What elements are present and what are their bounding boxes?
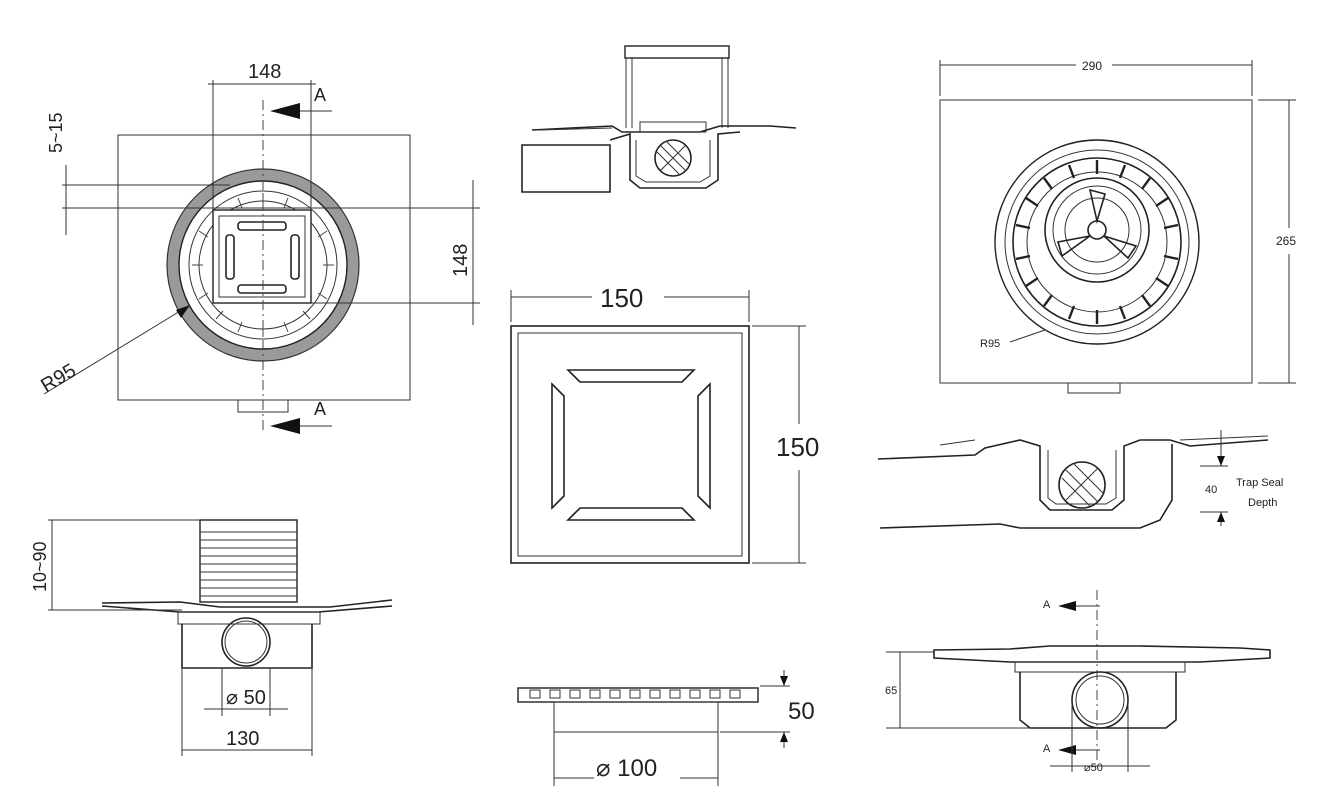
grille-ribs [1015,160,1179,324]
bottom-middle-frame-view: 50 ⌀ 100 [517,670,815,786]
trap-seal-label-depth: Depth [1248,497,1277,509]
dim-dia-50-left: ⌀ 50 [226,687,266,709]
trap-seal-section: 40 Trap Seal Depth [877,430,1283,529]
dim-dia-100: ⌀ 100 [596,755,657,782]
top-left-plan-view: 148 A A 5~15 148 R95 [37,61,480,434]
dim-r95-left: R95 [37,360,80,398]
dim-40: 40 [1205,484,1217,496]
dim-dia-50-right: ⌀50 [1084,762,1103,774]
dim-130: 130 [226,728,259,750]
top-right-plan-view: 290 265 R95 [939,59,1296,394]
trap-seal-label: Trap Seal [1236,477,1283,489]
bottom-left-side-view: 10~90 ⌀ 50 130 [30,519,393,756]
bottom-right-side-view: A A 65 ⌀50 [885,590,1271,774]
dim-10-90: 10~90 [30,541,50,592]
dim-r95-right: R95 [980,338,1000,350]
dim-150-top: 150 [600,283,643,313]
section-a-right-bottom: A [1043,743,1051,755]
dim-150-right: 150 [776,432,819,462]
dim-148-right: 148 [450,244,472,277]
section-a-right-top: A [1043,599,1051,611]
section-a-top: A [314,85,326,105]
dim-265: 265 [1276,234,1296,248]
dim-290: 290 [1082,59,1102,73]
dim-65: 65 [885,685,897,697]
dim-148-top: 148 [248,61,281,83]
section-a-bottom: A [314,399,326,419]
dim-5-15: 5~15 [46,112,66,153]
center-grate-view: 150 150 [510,283,819,564]
top-middle-section [521,45,797,193]
dim-50: 50 [788,698,815,725]
